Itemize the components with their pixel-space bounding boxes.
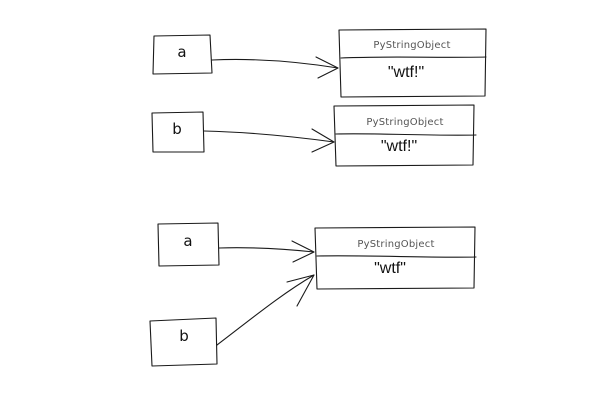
reference-arrow [203, 128, 335, 153]
string-object-box: PyStringObject "wtf!" [338, 28, 487, 98]
object-type-label: PyStringObject [366, 117, 443, 128]
object-value: "wtf!" [381, 138, 417, 155]
variable-label: b [179, 327, 189, 345]
variable-label: b [172, 120, 182, 138]
reference-arrow [218, 240, 315, 263]
variable-label: a [183, 232, 192, 250]
object-type-label: PyStringObject [373, 40, 450, 51]
variable-box-a: a [152, 34, 213, 75]
string-object-box: PyStringObject "wtf!" [333, 104, 477, 167]
string-object-box: PyStringObject "wtf" [314, 226, 477, 290]
object-type-label: PyStringObject [357, 239, 434, 250]
variable-box-b: b [149, 317, 218, 367]
scene-shared-object: a b PyStringObject "wtf" [149, 222, 477, 367]
variable-box-a: a [157, 222, 220, 267]
object-value: "wtf!" [388, 64, 424, 81]
variable-label: a [177, 43, 186, 61]
object-value: "wtf" [374, 260, 406, 277]
reference-arrow [211, 56, 339, 79]
variable-box-b: b [151, 111, 205, 153]
reference-arrow [216, 274, 315, 346]
scene-separate-objects: a b PyStringObject "wtf!" PyStringObject… [151, 28, 487, 167]
